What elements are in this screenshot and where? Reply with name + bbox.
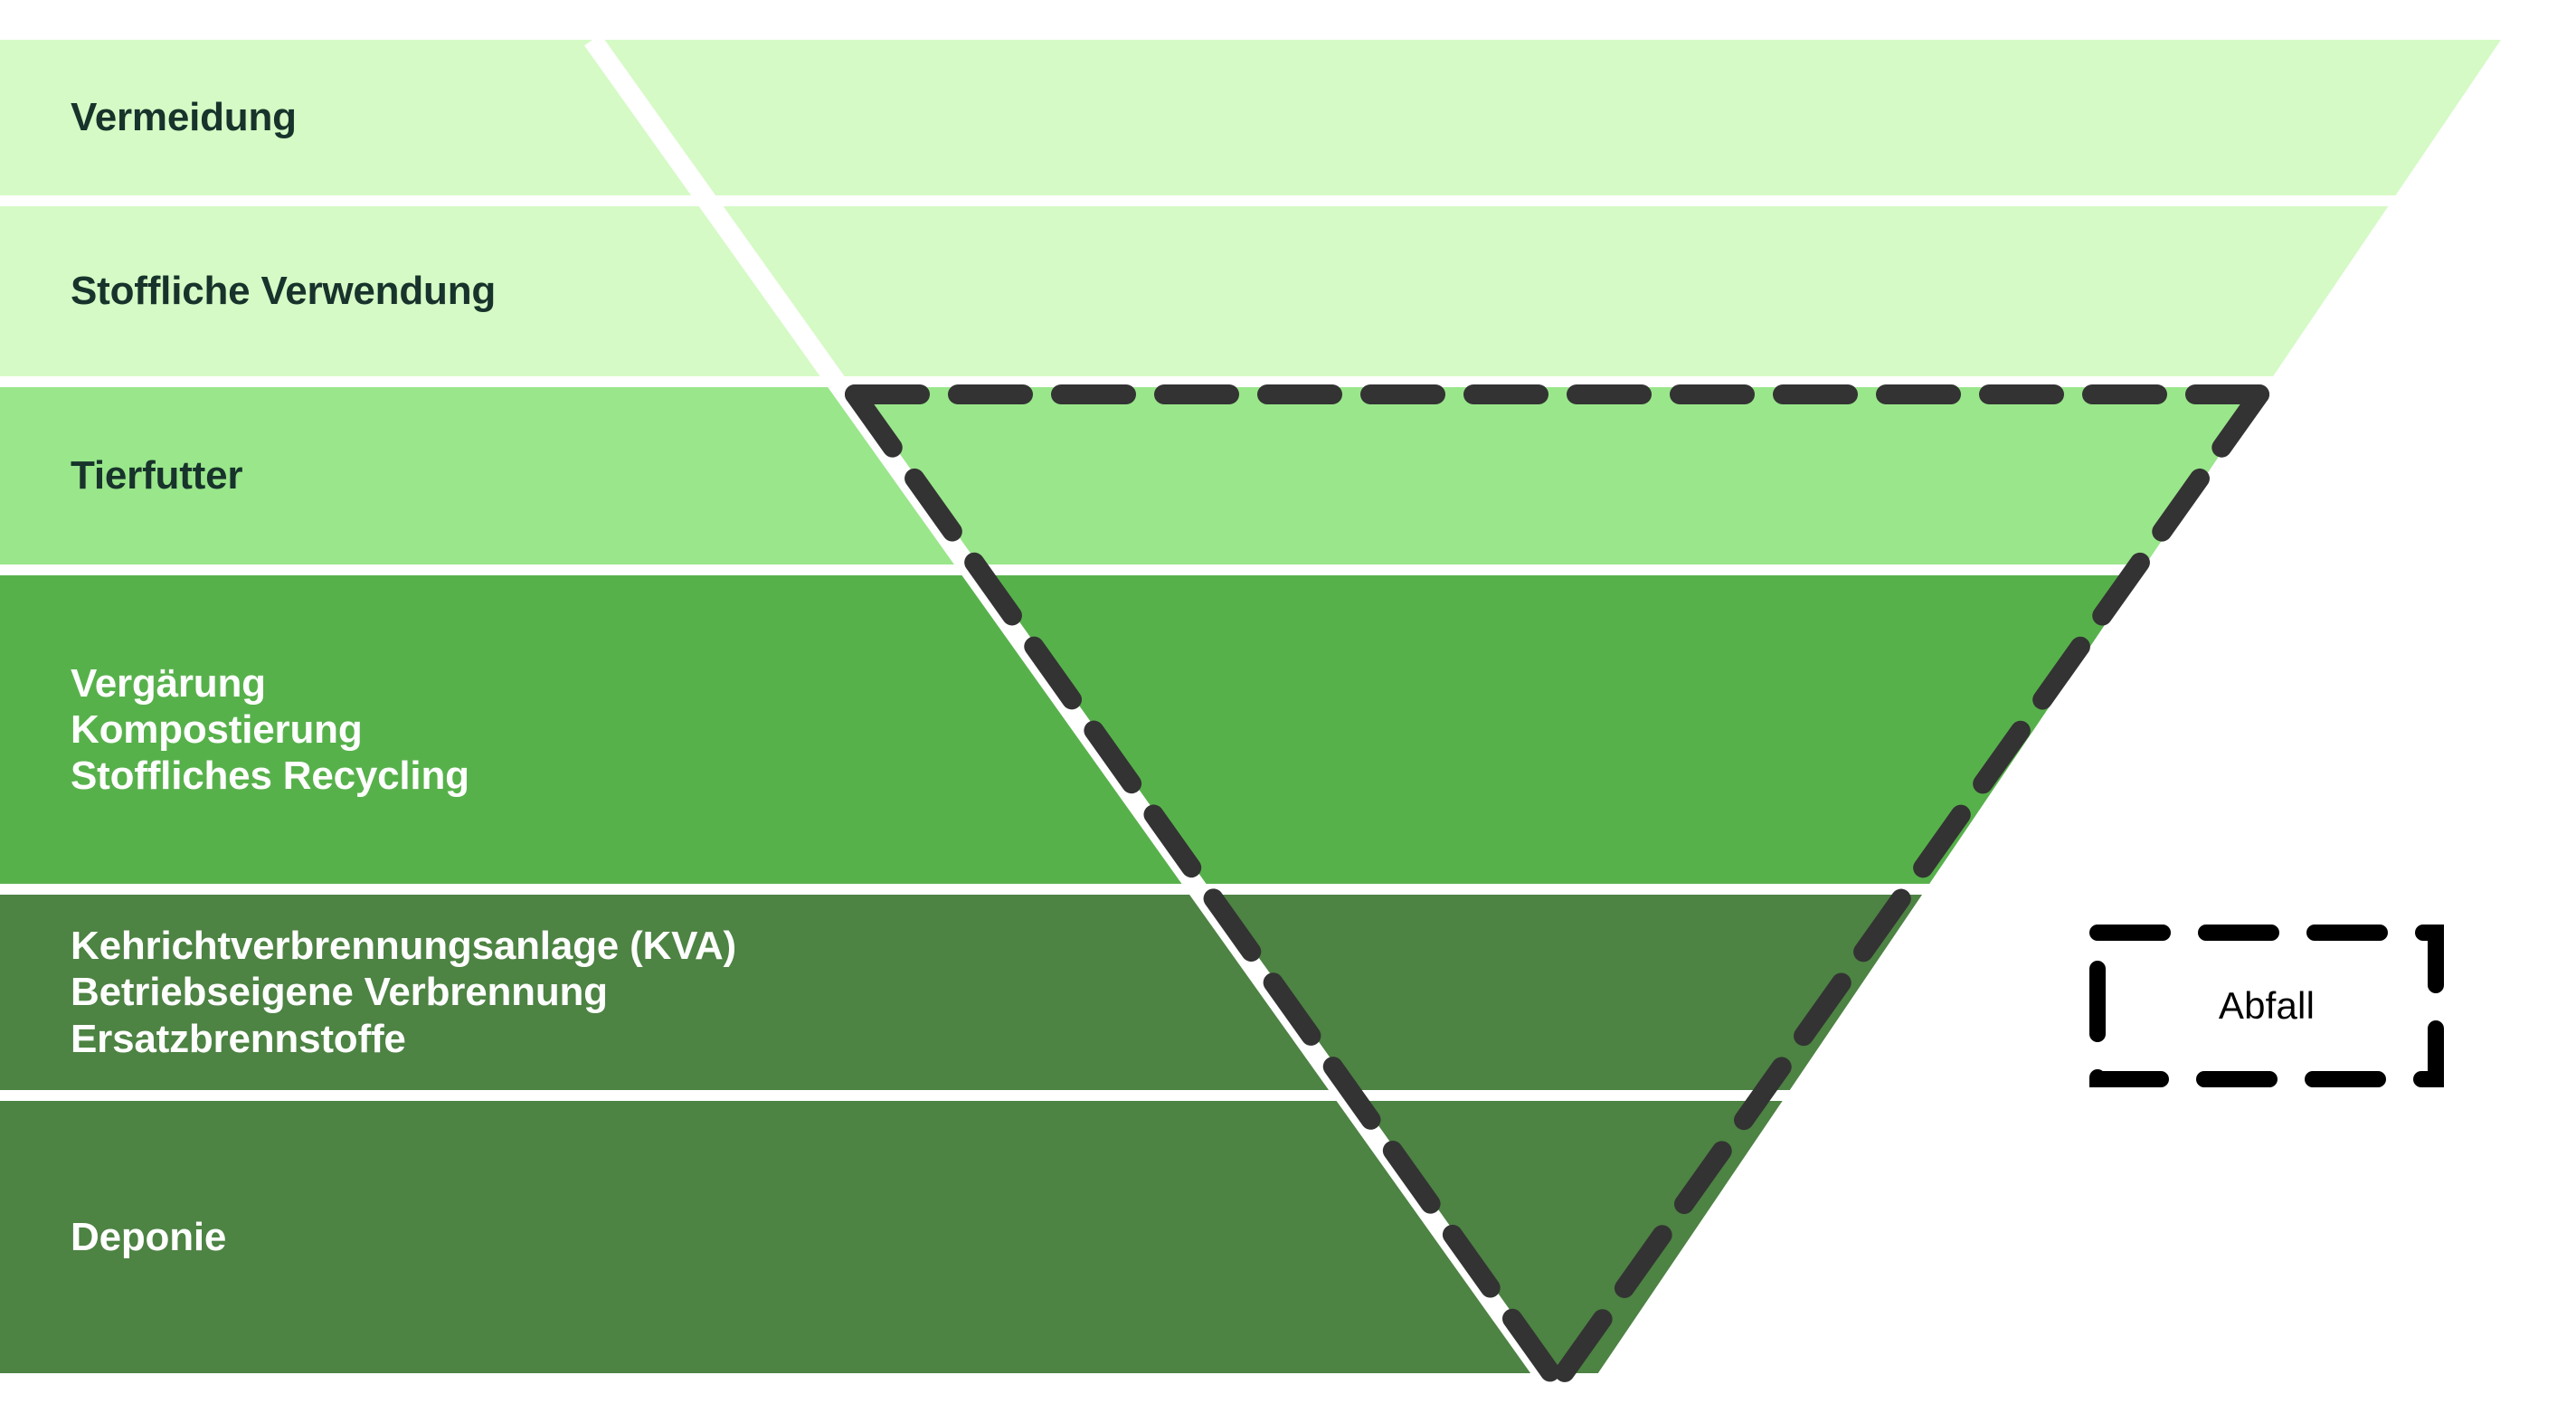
band-label-stoffliche-verwendung: Stoffliche Verwendung: [71, 268, 496, 314]
band-label-line: Deponie: [71, 1214, 227, 1259]
band-fill: [0, 1101, 1783, 1373]
legend-label: Abfall: [2218, 984, 2316, 1027]
band-label-line: Tierfutter: [71, 453, 243, 498]
band-tierfutter[interactable]: Tierfutter: [0, 387, 2576, 564]
band-fill: [0, 40, 2502, 195]
band-deponie[interactable]: Deponie: [0, 1101, 2576, 1373]
band-fill: [0, 387, 2266, 564]
band-label-line: Vermeidung: [71, 95, 297, 140]
band-label-line: Betriebseigene Verbrennung: [71, 970, 608, 1015]
band-label-line: Ersatzbrennstoffe: [71, 1016, 406, 1061]
band-stoffliche-verwendung[interactable]: Stoffliche Verwendung: [0, 206, 2576, 376]
band-label-line: Stoffliches Recycling: [71, 754, 469, 799]
band-label-line: Kompostierung: [71, 706, 363, 752]
band-label-deponie: Deponie: [71, 1214, 226, 1260]
band-vermeidung[interactable]: Vermeidung: [0, 40, 2576, 195]
band-label-verbrennung: Kehrichtverbrennungsanlage (KVA)Betriebs…: [71, 923, 736, 1061]
legend-abfall[interactable]: Abfall: [2089, 925, 2444, 1087]
band-label-tierfutter: Tierfutter: [71, 452, 243, 498]
band-label-vermeidung: Vermeidung: [71, 94, 297, 140]
band-label-line: Vergärung: [71, 660, 266, 706]
band-label-line: Stoffliche Verwendung: [71, 269, 497, 314]
band-label-line: Kehrichtverbrennungsanlage (KVA): [71, 924, 737, 969]
